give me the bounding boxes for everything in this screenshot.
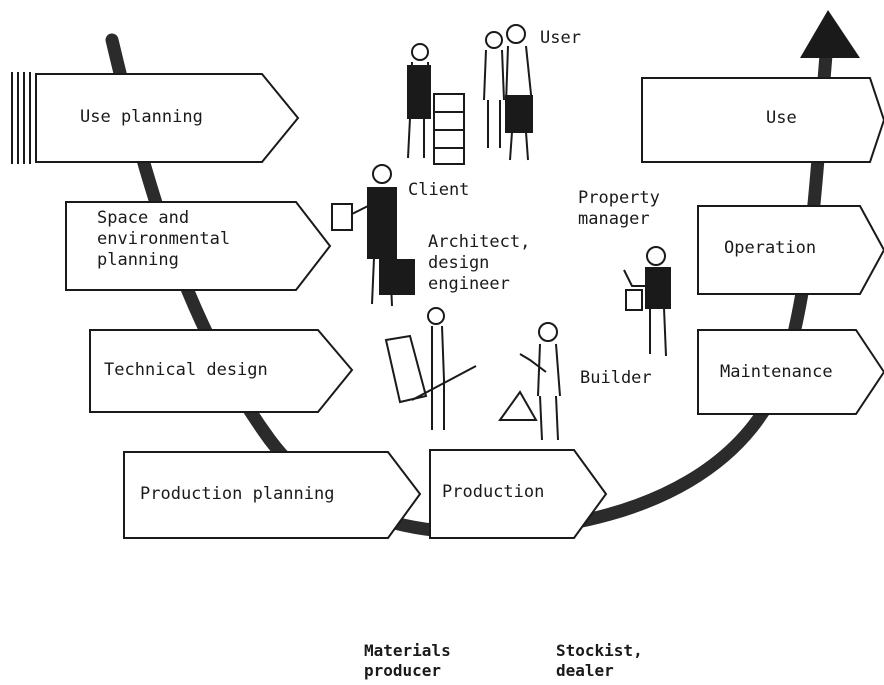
label-production: Production xyxy=(442,482,545,502)
user-group-figures xyxy=(407,24,533,165)
actor-materials-producer: Materials producer xyxy=(364,641,451,680)
curve-arrowhead xyxy=(800,10,860,58)
architect-figure xyxy=(384,307,477,430)
actor-architect: Architect, design engineer xyxy=(428,232,531,294)
label-production-planning: Production planning xyxy=(140,484,335,504)
actor-stockist: Stockist, dealer xyxy=(556,641,643,680)
actor-user: User xyxy=(540,28,581,48)
arrow-space-environmental-planning xyxy=(65,201,332,291)
label-use: Use xyxy=(766,108,797,128)
property-manager-figure xyxy=(623,246,671,357)
client-figure xyxy=(331,164,415,307)
actor-client: Client xyxy=(408,180,470,200)
label-technical-design: Technical design xyxy=(104,360,268,380)
arrow-use xyxy=(641,77,884,163)
left-edge-marks xyxy=(11,72,31,164)
label-operation: Operation xyxy=(724,238,817,258)
arrow-production xyxy=(429,449,608,539)
actor-property-manager: Property manager xyxy=(578,188,660,229)
label-space-environmental-planning: Space and environmental planning xyxy=(97,208,231,270)
builder-figure xyxy=(498,322,561,441)
arrow-maintenance xyxy=(697,329,884,415)
arrow-production-planning xyxy=(123,451,422,539)
arrow-use-planning xyxy=(35,73,300,163)
arrow-technical-design xyxy=(89,329,354,413)
actor-builder: Builder xyxy=(580,368,652,388)
arrow-operation xyxy=(697,205,884,295)
label-use-planning: Use planning xyxy=(80,107,203,127)
label-maintenance: Maintenance xyxy=(720,362,833,382)
